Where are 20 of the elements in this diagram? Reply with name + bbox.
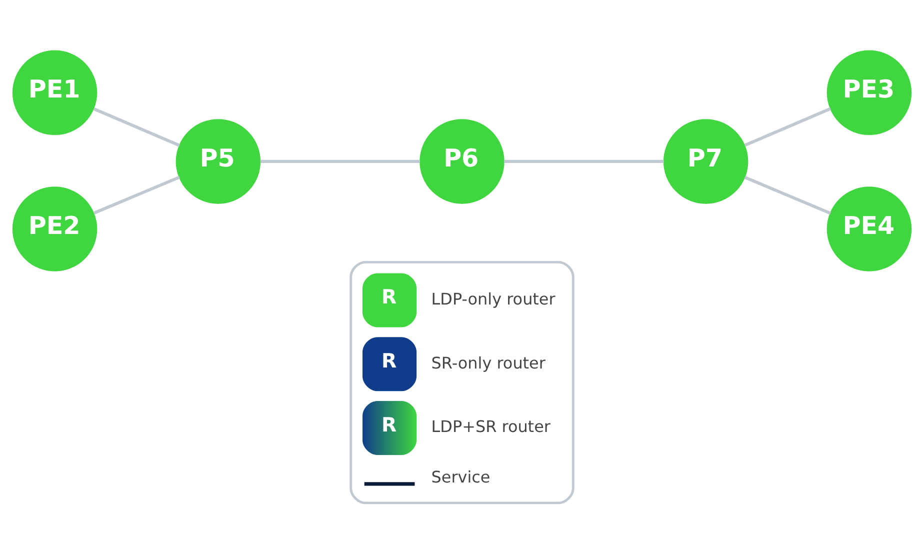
node-circle: P6 <box>420 119 504 204</box>
legend-label: LDP+SR router <box>431 417 550 436</box>
connector <box>93 107 180 147</box>
label: R <box>382 286 397 309</box>
node-circle: PE2 <box>12 186 98 272</box>
connector <box>93 176 180 215</box>
node-circle: PE4 <box>826 186 912 272</box>
legend-label: Service <box>431 468 490 487</box>
node-circle: PE3 <box>826 50 912 136</box>
legend-label: LDP-only router <box>431 289 556 308</box>
connector <box>744 176 832 215</box>
node-circle: P5 <box>176 119 261 204</box>
connector <box>504 160 664 163</box>
connector <box>260 160 420 163</box>
label: R <box>382 350 397 373</box>
connector <box>744 107 832 147</box>
node-circle: P7 <box>663 119 748 204</box>
node-circle: PE1 <box>12 50 98 136</box>
legend-label: SR-only router <box>431 353 546 372</box>
label: R <box>382 413 397 436</box>
